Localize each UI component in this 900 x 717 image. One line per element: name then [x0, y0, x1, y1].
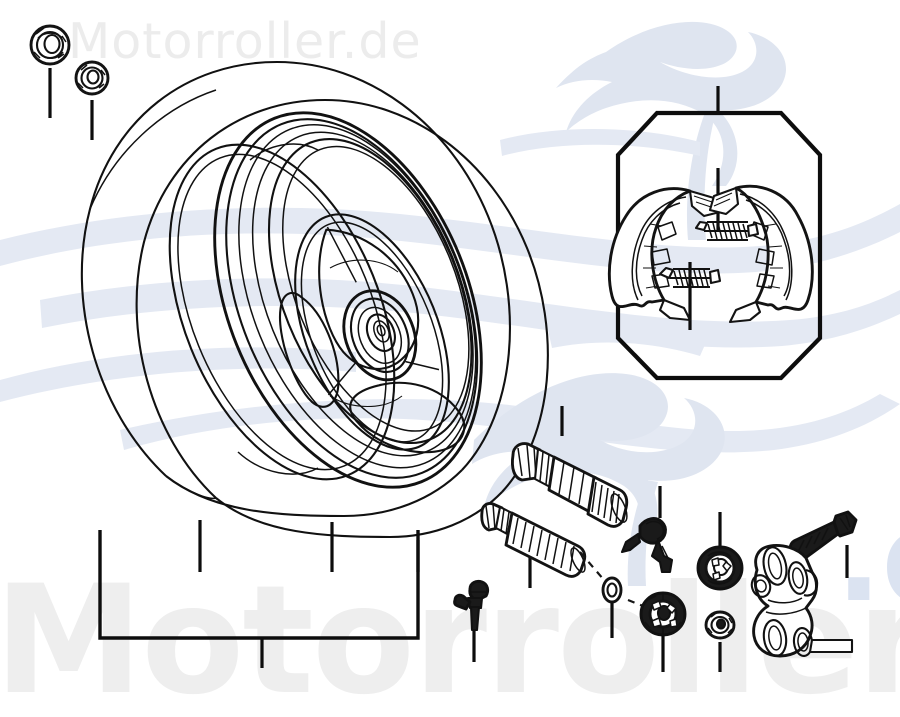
watermark-top-text: Motorroller.de [68, 13, 422, 70]
part-brake-actuating-arm [750, 544, 854, 658]
part-wheel-bearing [696, 512, 744, 591]
part-spacer-nut [704, 610, 736, 672]
assembly-dash-1 [579, 551, 605, 581]
part-wheel-rim [168, 111, 483, 489]
part-tire-valve-stem [453, 579, 490, 662]
wheel-assembly-group-bracket [98, 530, 420, 668]
part-pivot-bolt [788, 510, 858, 578]
part-tire [80, 60, 549, 539]
part-wheel-hub [278, 213, 466, 454]
part-brake-return-spring-upper [694, 220, 760, 242]
part-rear-axle-shaft [510, 406, 629, 528]
part-brake-shoe-right [708, 184, 814, 324]
part-castle-nut [639, 591, 687, 672]
wheel-leader-lines [198, 520, 420, 572]
brake-shoe-detail-callout [607, 86, 823, 381]
part-brake-return-spring-lower [658, 266, 722, 289]
part-o-ring-seal [601, 576, 623, 638]
part-lock-nut [29, 24, 71, 118]
watermark-bottom-text: Motorroller [0, 554, 900, 717]
part-brake-shoe-left [607, 187, 722, 322]
swoosh-decoration-group [0, 21, 900, 586]
part-flat-washer [74, 60, 110, 140]
part-axle-bolt [480, 502, 587, 588]
part-brake-spring-clip [620, 486, 674, 574]
